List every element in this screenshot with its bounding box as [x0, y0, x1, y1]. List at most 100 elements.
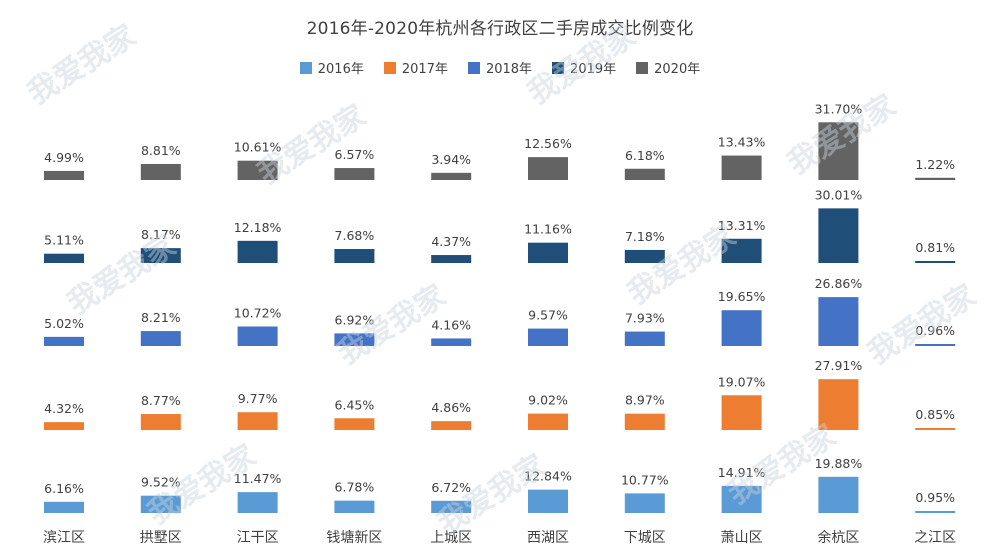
bar-2018年-下城区: [624, 331, 665, 346]
category-label: 拱墅区: [140, 530, 182, 546]
data-label-2019年-江干区: 12.18%: [234, 220, 282, 235]
bar-2019年-上城区: [431, 255, 472, 263]
bar-2016年-西湖区: [528, 489, 568, 513]
data-label-2020年-之江区: 1.22%: [915, 157, 955, 172]
bar-2017年-滨江区: [44, 422, 84, 430]
bar-2019年-之江区: [915, 261, 956, 263]
data-label-2016年-下城区: 10.77%: [621, 472, 669, 487]
data-label-2017年-拱墅区: 8.77%: [141, 393, 181, 408]
bar-2018年-之江区: [915, 344, 956, 346]
data-label-2018年-余杭区: 26.86%: [815, 276, 863, 291]
data-label-2019年-西湖区: 11.16%: [524, 222, 572, 237]
category-label: 江干区: [237, 530, 279, 546]
bar-2020年-西湖区: [528, 157, 568, 180]
data-label-2020年-西湖区: 12.56%: [524, 136, 572, 151]
bar-2017年-钱塘新区: [334, 418, 375, 430]
bar-2017年-下城区: [624, 413, 665, 430]
data-label-2016年-江干区: 11.47%: [234, 471, 282, 486]
bar-2016年-上城区: [431, 500, 472, 513]
legend-item-2018: 2018年: [467, 58, 533, 77]
bar-2020年-上城区: [431, 172, 472, 180]
data-label-2018年-西湖区: 9.57%: [528, 308, 568, 323]
legend-item-2016: 2016年: [299, 58, 364, 77]
data-label-2019年-钱塘新区: 7.68%: [335, 228, 375, 243]
data-label-2020年-上城区: 3.94%: [431, 152, 471, 167]
legend-swatch-2016: [299, 61, 312, 74]
category-label: 西湖区: [527, 530, 569, 546]
data-label-2018年-钱塘新区: 6.92%: [335, 312, 375, 327]
legend-label-2020: 2020年: [654, 62, 701, 77]
data-label-2017年-余杭区: 27.91%: [815, 358, 863, 373]
bar-2019年-萧山区: [721, 238, 762, 263]
data-label-2017年-江干区: 9.77%: [238, 391, 278, 406]
bar-2018年-钱塘新区: [334, 333, 375, 346]
bar-2016年-萧山区: [721, 485, 762, 513]
bar-2017年-余杭区: [818, 379, 859, 430]
data-label-2017年-萧山区: 19.07%: [718, 374, 766, 389]
data-label-2017年-下城区: 8.97%: [625, 393, 665, 408]
bar-2020年-下城区: [624, 168, 665, 180]
bar-2018年-上城区: [431, 338, 472, 346]
data-label-2017年-滨江区: 4.32%: [44, 401, 84, 416]
data-label-2018年-江干区: 10.72%: [234, 305, 282, 320]
bar-2020年-之江区: [915, 177, 956, 180]
data-label-2019年-上城区: 4.37%: [431, 234, 471, 249]
data-label-2016年-之江区: 0.95%: [915, 490, 955, 505]
bar-2018年-余杭区: [818, 297, 859, 346]
bar-2017年-江干区: [237, 412, 278, 430]
legend-swatch-2019: [552, 61, 565, 74]
category-label: 钱塘新区: [326, 530, 382, 546]
bar-2018年-西湖区: [528, 328, 568, 346]
bar-2016年-钱塘新区: [334, 500, 375, 513]
data-label-2016年-钱塘新区: 6.78%: [335, 480, 375, 495]
bar-2017年-萧山区: [721, 395, 762, 430]
bar-2016年-下城区: [624, 493, 665, 513]
bar-2017年-西湖区: [528, 413, 568, 430]
bar-2018年-滨江区: [44, 336, 84, 346]
data-label-2018年-之江区: 0.96%: [915, 323, 955, 338]
bar-2017年-拱墅区: [140, 414, 181, 430]
bar-2017年-上城区: [431, 421, 472, 430]
chart-legend: 2016年 2017年 2018年 2019年 2020年: [0, 58, 1000, 77]
data-label-2016年-西湖区: 12.84%: [524, 469, 572, 484]
data-label-2018年-滨江区: 5.02%: [44, 316, 84, 331]
category-label: 余杭区: [817, 529, 859, 546]
data-label-2020年-钱塘新区: 6.57%: [335, 147, 375, 162]
legend-label-2019: 2019年: [570, 62, 617, 77]
data-label-2017年-上城区: 4.86%: [431, 400, 471, 415]
bar-2020年-钱塘新区: [334, 168, 375, 180]
bar-2018年-萧山区: [721, 310, 762, 346]
legend-label-2018: 2018年: [485, 62, 533, 77]
data-label-2016年-拱墅区: 9.52%: [141, 475, 181, 490]
bar-2020年-江干区: [237, 160, 278, 180]
legend-swatch-2017: [383, 61, 396, 74]
category-label: 上城区: [430, 530, 472, 546]
bar-2020年-拱墅区: [140, 163, 181, 180]
data-label-2019年-余杭区: 30.01%: [815, 187, 863, 202]
data-label-2016年-滨江区: 6.16%: [44, 481, 84, 496]
bar-2019年-拱墅区: [140, 248, 181, 263]
data-label-2018年-萧山区: 19.65%: [718, 289, 766, 304]
data-label-2018年-下城区: 7.93%: [625, 311, 665, 326]
legend-item-2017: 2017年: [383, 58, 448, 77]
data-label-2017年-钱塘新区: 6.45%: [335, 397, 375, 412]
bar-2019年-余杭区: [818, 208, 859, 263]
bar-2019年-钱塘新区: [334, 249, 375, 263]
data-label-2017年-西湖区: 9.02%: [528, 393, 568, 408]
data-label-2019年-拱墅区: 8.17%: [141, 227, 181, 242]
bar-2020年-余杭区: [818, 122, 859, 180]
category-label: 滨江区: [43, 530, 85, 546]
chart-title: 2016年-2020年杭州各行政区二手房成交比例变化: [306, 19, 694, 39]
bar-2019年-下城区: [624, 249, 665, 263]
bar-2016年-拱墅区: [140, 495, 181, 513]
bar-2020年-萧山区: [721, 155, 762, 180]
data-label-2019年-萧山区: 13.31%: [718, 218, 766, 233]
legend-label-2017: 2017年: [401, 62, 448, 77]
data-label-2018年-上城区: 4.16%: [431, 317, 471, 332]
legend-swatch-2018: [467, 61, 480, 74]
data-label-2017年-之江区: 0.85%: [915, 407, 955, 422]
data-label-2019年-滨江区: 5.11%: [44, 233, 84, 248]
data-label-2020年-余杭区: 31.70%: [815, 101, 863, 116]
bar-2017年-之江区: [915, 428, 956, 430]
data-label-2016年-余杭区: 19.88%: [815, 456, 863, 471]
